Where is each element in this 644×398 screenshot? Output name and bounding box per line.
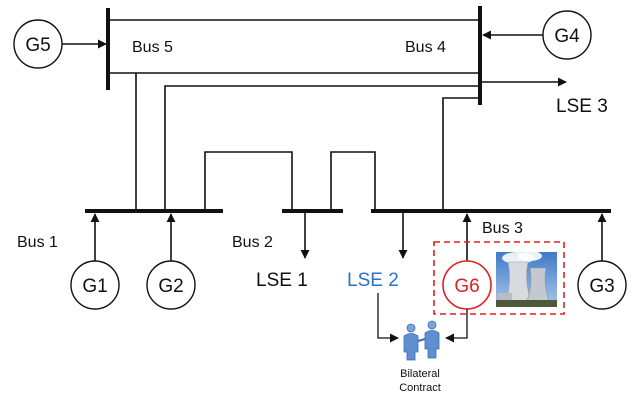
feeder-arrows xyxy=(62,30,607,262)
generator-g6: G6 xyxy=(442,260,492,310)
g3-label: G3 xyxy=(589,276,614,297)
g5-label: G5 xyxy=(25,35,50,56)
g2-label: G2 xyxy=(158,276,183,297)
g4-label: G4 xyxy=(554,26,580,47)
g6-contract-link xyxy=(445,309,468,343)
line-bus1-bus2 xyxy=(204,151,293,211)
g1-label: G1 xyxy=(82,276,107,297)
bus-3-label: Bus 3 xyxy=(482,220,523,237)
generator-g4: G4 xyxy=(542,10,592,60)
generator-g3: G3 xyxy=(577,260,627,310)
generator-g2: G2 xyxy=(146,260,196,310)
bus-1-label: Bus 1 xyxy=(17,234,58,251)
bus-5-label: Bus 5 xyxy=(132,39,173,56)
generator-g1: G1 xyxy=(70,260,120,310)
line-bus4-bus1 xyxy=(164,85,480,211)
nuclear-plant-icon xyxy=(496,251,557,307)
handshake-people-icon xyxy=(403,320,440,361)
lse-2-label: LSE 2 xyxy=(347,270,399,291)
generator-g5: G5 xyxy=(13,19,63,69)
g6-label: G6 xyxy=(454,276,479,297)
g6-highlight-box xyxy=(433,241,565,315)
contract-label-line1: Bilateral xyxy=(400,368,440,380)
line-bus4-bus3 xyxy=(442,97,480,211)
bus-4-label: Bus 4 xyxy=(405,39,446,56)
lse2-contract-link xyxy=(377,293,399,343)
contract-connectors xyxy=(377,293,468,343)
lse-1-label: LSE 1 xyxy=(256,270,308,291)
bus-2-label: Bus 2 xyxy=(232,234,273,251)
lse-3-label: LSE 3 xyxy=(556,96,608,117)
line-bus2-bus3 xyxy=(330,151,376,211)
transmission-lines xyxy=(108,19,480,211)
contract-label-line2: Contract xyxy=(399,382,441,394)
